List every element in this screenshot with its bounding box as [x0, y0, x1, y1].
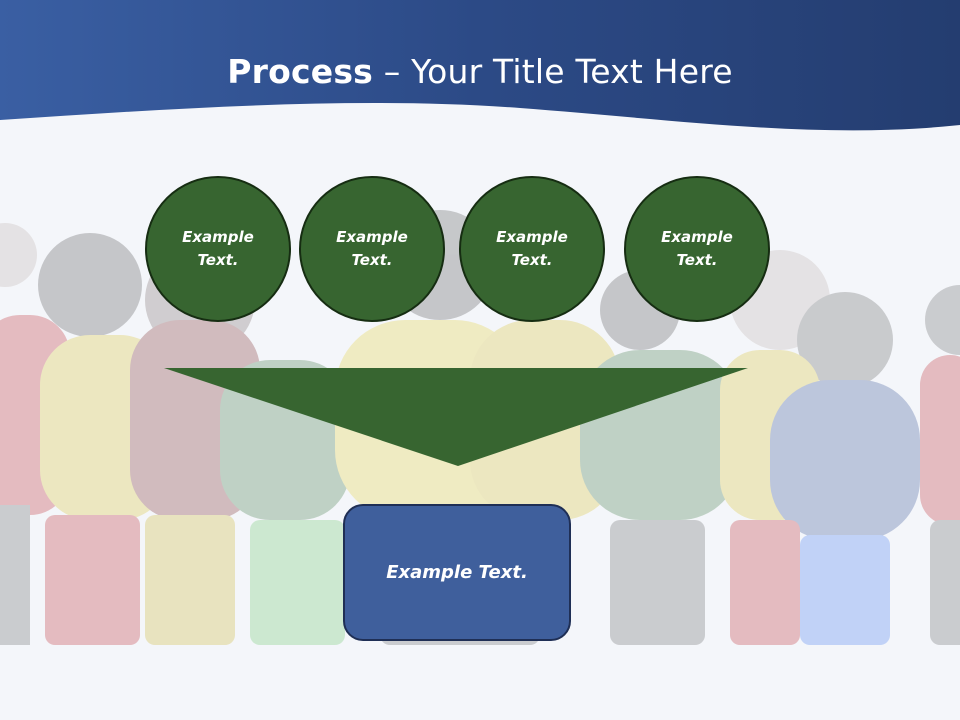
result-box: Example Text. [343, 504, 571, 641]
step-circle-label: Example Text. [182, 228, 254, 269]
step-circle-label: Example Text. [336, 228, 408, 269]
header-band [0, 0, 960, 131]
step-circle-3: Example Text. [459, 176, 605, 322]
step-circle-2: Example Text. [299, 176, 445, 322]
title-rest: – Your Title Text Here [373, 52, 733, 91]
title-bold: Process [227, 52, 374, 91]
step-circle-1: Example Text. [145, 176, 291, 322]
funnel-triangle [164, 368, 748, 466]
step-circle-label: Example Text. [496, 228, 568, 269]
result-box-label: Example Text. [386, 562, 528, 583]
step-circle-label: Example Text. [661, 228, 733, 269]
step-circle-4: Example Text. [624, 176, 770, 322]
page-title: Process – Your Title Text Here [0, 52, 960, 91]
